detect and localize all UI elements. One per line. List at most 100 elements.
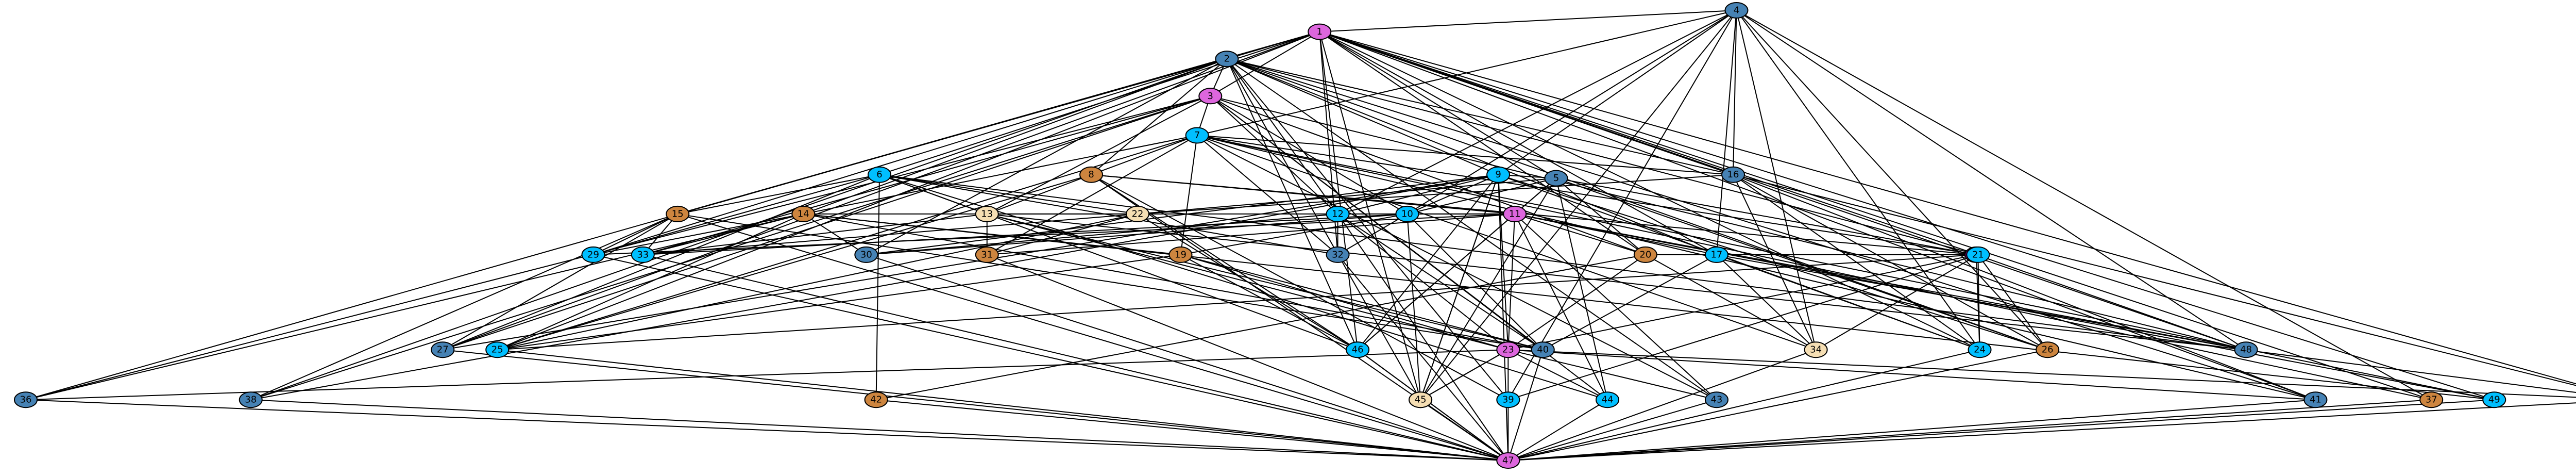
node-45-label: 45 <box>1415 395 1427 405</box>
node-12[interactable]: 12 <box>1326 205 1350 222</box>
node-22-shape <box>1125 205 1149 222</box>
node-6-label: 6 <box>876 169 882 180</box>
node-22[interactable]: 22 <box>1125 205 1149 222</box>
node-39[interactable]: 39 <box>1496 391 1520 408</box>
node-38[interactable]: 38 <box>239 391 263 408</box>
node-7[interactable]: 7 <box>1185 127 1209 144</box>
edge-6-29 <box>593 174 880 255</box>
edge-17-40 <box>1543 254 1717 351</box>
node-42-shape <box>864 391 888 408</box>
node-10[interactable]: 10 <box>1395 205 1419 222</box>
edge-16-41 <box>1733 174 2316 401</box>
edge-31-47 <box>987 254 1509 461</box>
node-2[interactable]: 2 <box>1215 51 1239 68</box>
edge-2-29 <box>593 58 1227 255</box>
edge-17-48 <box>1716 254 2246 351</box>
edge-7-14 <box>803 135 1197 215</box>
node-23[interactable]: 23 <box>1496 341 1520 358</box>
edge-9-27 <box>443 174 1499 351</box>
node-34[interactable]: 34 <box>1804 341 1828 358</box>
edge-2-21 <box>1227 58 1978 255</box>
edge-2-28 <box>1226 58 1359 350</box>
node-5[interactable]: 5 <box>1544 170 1568 187</box>
edge-1-27 <box>442 31 1320 351</box>
edge-10-32 <box>1337 214 1408 255</box>
node-3-label: 3 <box>1208 91 1213 102</box>
node-46[interactable]: 46 <box>1346 341 1370 358</box>
node-16[interactable]: 16 <box>1721 166 1745 183</box>
node-15[interactable]: 15 <box>666 205 690 222</box>
node-20[interactable]: 20 <box>1633 246 1657 263</box>
node-45[interactable]: 45 <box>1409 391 1433 408</box>
node-33[interactable]: 33 <box>631 246 655 263</box>
node-34-label: 34 <box>1810 344 1822 355</box>
edge-21-34 <box>1816 254 1978 351</box>
node-30[interactable]: 30 <box>854 246 878 263</box>
edge-16-22 <box>1137 174 1734 215</box>
node-40[interactable]: 40 <box>1531 341 1555 358</box>
edge-13-48 <box>987 213 2246 351</box>
edge-20-34 <box>1645 254 1817 351</box>
node-30-label: 30 <box>860 249 872 260</box>
node-37[interactable]: 37 <box>2419 391 2444 408</box>
node-14[interactable]: 14 <box>791 205 816 222</box>
edge-12-40 <box>1337 214 1544 351</box>
node-1[interactable]: 1 <box>1308 23 1332 40</box>
edge-14-36 <box>25 213 804 401</box>
node-19[interactable]: 19 <box>1168 246 1193 263</box>
node-6[interactable]: 6 <box>868 166 892 183</box>
edge-4-7 <box>1197 10 1737 136</box>
node-11[interactable]: 11 <box>1503 205 1527 222</box>
node-25[interactable]: 25 <box>485 341 510 358</box>
node-31-label: 31 <box>981 249 993 260</box>
edge-9-30 <box>866 174 1499 255</box>
edge-21-39 <box>1508 254 1978 401</box>
node-36[interactable]: 36 <box>14 391 38 408</box>
node-41[interactable]: 41 <box>2303 391 2328 408</box>
edge-22-46 <box>1137 214 1358 351</box>
node-13[interactable]: 13 <box>975 205 999 222</box>
edge-23-43 <box>1508 349 1717 401</box>
node-14-shape <box>791 205 816 222</box>
edge-27-47 <box>443 349 1509 461</box>
node-17[interactable]: 17 <box>1704 246 1728 263</box>
node-24-shape <box>1968 341 1992 358</box>
edge-1-48 <box>1319 31 2246 351</box>
node-21-label: 21 <box>1972 249 1984 260</box>
node-48[interactable]: 48 <box>2234 341 2258 358</box>
edge-18-48 <box>1976 254 2246 351</box>
node-21[interactable]: 21 <box>1966 246 1990 263</box>
node-26[interactable]: 26 <box>2036 341 2060 358</box>
node-24[interactable]: 24 <box>1968 341 1992 358</box>
node-3[interactable]: 3 <box>1198 88 1223 105</box>
node-27-label: 27 <box>437 344 449 355</box>
node-4[interactable]: 4 <box>1724 2 1749 19</box>
node-49[interactable]: 49 <box>2482 391 2506 408</box>
node-9[interactable]: 9 <box>1486 166 1511 183</box>
node-17-label: 17 <box>1710 249 1722 260</box>
edge-44-47 <box>1507 399 1608 461</box>
edge-30-47 <box>866 254 1509 461</box>
edge-4-9 <box>1498 10 1737 175</box>
edge-24-47 <box>1508 349 1980 461</box>
node-42[interactable]: 42 <box>864 391 888 408</box>
node-43[interactable]: 43 <box>1704 391 1728 408</box>
edge-4-37 <box>1736 10 2432 401</box>
node-13-label: 13 <box>981 208 993 219</box>
node-29[interactable]: 29 <box>581 246 605 263</box>
edge-2-39 <box>1226 58 1509 400</box>
node-31[interactable]: 31 <box>975 246 999 263</box>
edge-7-8 <box>1091 135 1197 175</box>
edge-41-47 <box>1508 399 2316 461</box>
node-27[interactable]: 27 <box>431 341 455 358</box>
edge-1-5 <box>1319 31 1556 179</box>
node-7-shape <box>1185 127 1209 144</box>
edge-3-48 <box>1210 95 2246 351</box>
edge-29-47 <box>593 254 1509 461</box>
node-8[interactable]: 8 <box>1079 166 1104 183</box>
node-44[interactable]: 44 <box>1595 391 1619 408</box>
node-32[interactable]: 32 <box>1326 246 1350 263</box>
edge-7-37 <box>1197 135 2432 401</box>
node-47[interactable]: 47 <box>1496 452 1520 469</box>
edge-19-40 <box>1180 254 1544 351</box>
